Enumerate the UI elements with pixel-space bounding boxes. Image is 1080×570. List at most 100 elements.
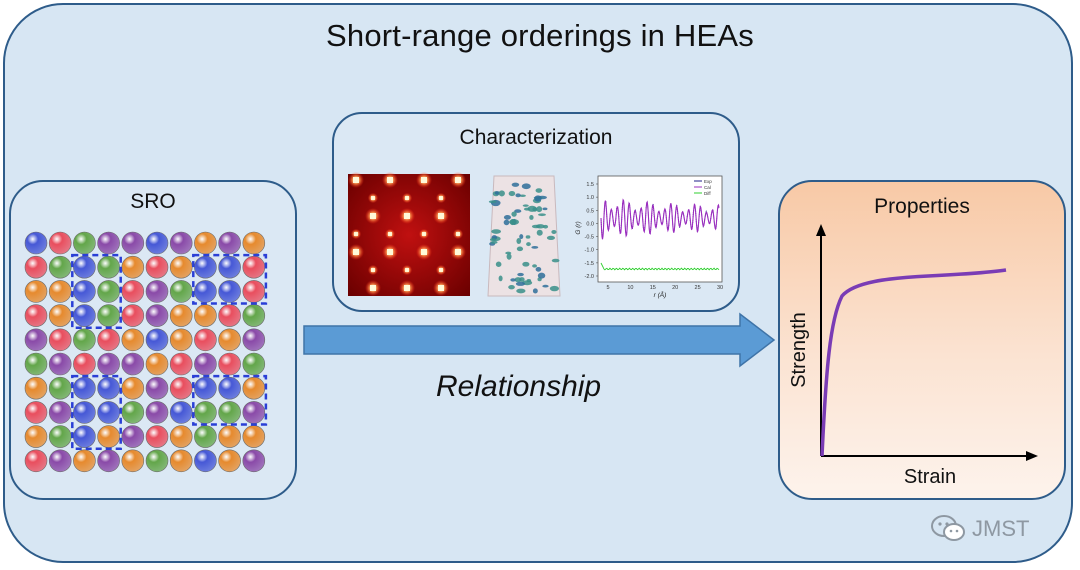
pdf-x-tick: 15 [650, 285, 656, 291]
pdf-y-tick: -1.5 [585, 261, 594, 267]
diffraction-spot-core [438, 213, 444, 219]
pdf-x-tick: 20 [672, 285, 678, 291]
y-axis-arrowhead [816, 224, 826, 236]
solute-cluster [495, 261, 502, 267]
relationship-label: Relationship [436, 370, 602, 403]
solute-cluster [534, 195, 542, 202]
pdf-x-tick: 10 [627, 285, 633, 291]
solute-cluster [522, 204, 529, 207]
pdf-x-tick: 30 [717, 285, 723, 291]
diffraction-spot-core [387, 177, 393, 183]
diffraction-spot-core [404, 213, 410, 219]
diffraction-spot-core [371, 268, 375, 272]
diffraction-spot-core [455, 177, 461, 183]
solute-cluster [503, 219, 510, 226]
pdf-y-tick: 1.5 [586, 182, 594, 188]
solute-cluster [542, 224, 549, 229]
solute-cluster [542, 284, 549, 288]
diffraction-spot-core [370, 285, 376, 291]
pdf-x-tick: 5 [606, 285, 609, 291]
x-axis-arrowhead [1026, 451, 1038, 461]
solute-cluster [519, 234, 524, 240]
characterization-title: Characterization [459, 126, 613, 149]
solute-cluster [516, 246, 524, 252]
sro-title: SRO [130, 190, 176, 213]
relationship-arrow [303, 312, 776, 368]
solute-cluster [522, 261, 530, 267]
x-axis-label: Strain [904, 466, 956, 488]
pdf-y-tick: 0.0 [586, 221, 594, 227]
solute-cluster [535, 224, 545, 229]
diffraction-spot-core [455, 249, 461, 255]
solute-cluster [526, 242, 531, 247]
solute-cluster [498, 190, 505, 197]
solute-cluster [521, 183, 531, 190]
solute-cluster [514, 209, 522, 213]
solute-cluster [503, 215, 512, 220]
solute-cluster [535, 266, 542, 272]
atom-probe-tomography-image [487, 175, 561, 297]
diffraction-spot-core [439, 268, 443, 272]
pdf-x-label: r (Å) [654, 290, 667, 299]
solute-cluster [536, 229, 543, 236]
solute-cluster [508, 190, 516, 197]
solute-cluster [490, 240, 498, 244]
diffraction-spot-core [421, 249, 427, 255]
pdf-legend-entry: Cal [704, 185, 711, 190]
diffraction-spot-core [439, 196, 443, 200]
pdf-y-tick: -2.0 [585, 274, 594, 280]
solute-cluster [489, 237, 497, 242]
solute-cluster [519, 194, 526, 197]
solute-cluster [508, 284, 515, 290]
properties-title: Properties [874, 195, 970, 218]
diffraction-spot-core [404, 285, 410, 291]
stress-strain-curve [820, 268, 1007, 457]
watermark-text: JMST [972, 516, 1030, 541]
diffraction-spot-core [405, 196, 409, 200]
solute-cluster [509, 219, 520, 225]
solute-cluster [510, 278, 516, 282]
stress-strain-chart: Strain Strength [788, 224, 1038, 488]
solute-cluster [532, 288, 538, 294]
solute-cluster [515, 193, 521, 198]
diffraction-spot-core [422, 232, 426, 236]
pdf-legend-entry: Diff [704, 191, 711, 196]
diffraction-spot-core [354, 232, 358, 236]
solute-cluster [531, 245, 539, 249]
solute-cluster [494, 191, 500, 195]
diffraction-spot-core [387, 249, 393, 255]
solute-cluster [511, 211, 517, 217]
wechat-icon [931, 515, 965, 541]
solute-cluster [537, 272, 546, 279]
diffraction-spot-core [405, 268, 409, 272]
solute-cluster [516, 288, 526, 294]
diffraction-spot-core [456, 232, 460, 236]
pdf-y-tick: 0.5 [586, 208, 594, 214]
sro-panel: SRO [9, 180, 297, 500]
pdf-legend-entry: Exp [704, 179, 712, 184]
diffraction-spot-core [421, 177, 427, 183]
solute-cluster [526, 279, 532, 283]
solute-cluster [515, 281, 526, 286]
pdf-diff-series [600, 262, 720, 271]
figure-title: Short-range orderings in HEAs [326, 18, 754, 53]
solute-cluster [536, 206, 543, 213]
solute-cluster [516, 238, 522, 245]
diffraction-spot-core [370, 213, 376, 219]
solute-cluster [551, 258, 560, 263]
y-axis-label: Strength [788, 312, 810, 388]
solute-cluster [546, 235, 555, 240]
solute-cluster [517, 272, 524, 277]
diffraction-spot-core [371, 196, 375, 200]
solute-cluster [498, 275, 503, 282]
solute-cluster [511, 182, 520, 187]
solute-cluster [527, 205, 537, 212]
solute-cluster [542, 207, 548, 211]
diffraction-pattern-image [348, 172, 470, 296]
solute-cluster [525, 235, 531, 239]
pdf-y-label: G (r) [575, 221, 582, 234]
pdf-cal-series [600, 198, 720, 240]
solute-cluster [491, 229, 502, 234]
solute-cluster [506, 253, 512, 260]
